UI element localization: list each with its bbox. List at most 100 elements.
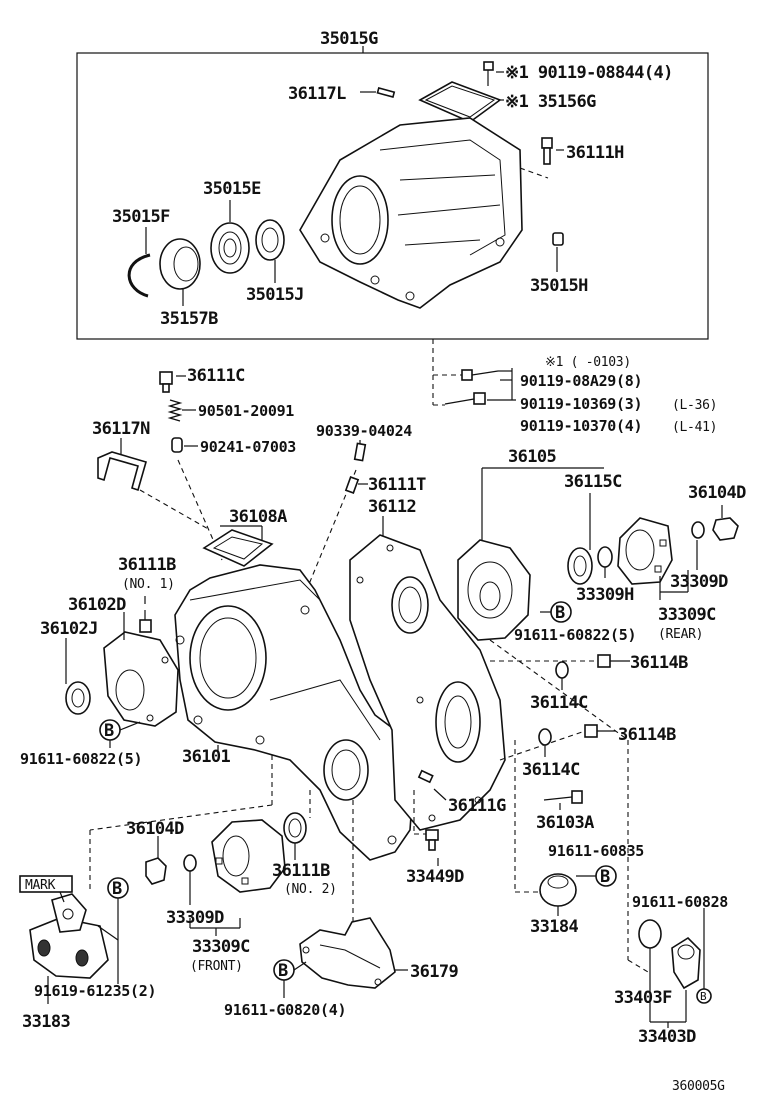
label-90501-20091: 90501-20091 [198,402,294,420]
label-33183: 33183 [22,1012,71,1032]
label-91611-60828: 91611-60828 [632,893,728,911]
extension-housing-icon [299,117,523,309]
label-33309D-top: 33309D [670,572,728,592]
callout-b-label: B [112,879,122,899]
rear-extension-icon [457,539,531,641]
flange-icon [617,517,673,585]
label-note-0103: ※1 ( -0103) [545,355,631,370]
plug-icon [552,232,564,246]
label-36111T: 36111T [368,475,426,495]
label-35015G: 35015G [320,29,378,49]
callout-b-marker: B [595,865,617,887]
label-33403F: 33403F [614,988,672,1008]
label-36111B-no1-note: (NO. 1) [122,577,175,592]
label-90119-10369-note: (L-36) [672,398,717,413]
label-36117L: 36117L [288,84,346,104]
label-35015E: 35015E [203,179,261,199]
plug-icon [597,654,611,668]
label-33309C-rear: 33309C [658,605,716,625]
engine-mount-icon [29,893,109,979]
callout-b-label: B [278,961,288,981]
label-90119-08A29: 90119-08A29(8) [520,372,642,390]
mark-box [19,875,73,893]
callout-b-marker: B [550,601,572,623]
label-36101: 36101 [182,747,231,767]
label-33309D-bottom: 33309D [166,908,224,928]
label-36111H: 36111H [566,143,624,163]
label-91611-60822-left: 91611-60822(5) [20,750,142,768]
label-36114B-bottom: 36114B [618,725,676,745]
label-36114B-top: 36114B [630,653,688,673]
label-33449D: 33449D [406,867,464,887]
sensor-icon [541,137,553,165]
callout-b-marker: B [107,877,129,899]
label-35015F: 35015F [112,207,170,227]
label-91619-61235: 91619-61235(2) [34,982,156,1000]
seal-icon [159,238,201,290]
label-90119-10370-note: (L-41) [672,420,717,435]
label-33309C-rear-note: (REAR) [658,627,703,642]
gasket-icon [202,529,274,567]
callout-b-label: B [600,867,610,887]
plug-icon [584,724,598,738]
oil-seal-icon [283,812,307,844]
oring-icon [638,919,662,949]
gasket-ring-icon [555,661,569,679]
label-36111B-no2-note: (NO. 2) [284,882,337,897]
label-91611-60822-top: 91611-60822(5) [514,626,636,644]
label-36102D: 36102D [68,595,126,615]
front-cover-icon [103,631,179,727]
label-33403D: 33403D [638,1027,696,1047]
label-36102J: 36102J [40,619,98,639]
label-33309H: 33309H [576,585,634,605]
label-36111B-no2: 36111B [272,861,330,881]
label-91611-60835: 91611-60835 [548,842,644,860]
label-36115C: 36115C [564,472,622,492]
label-36103A: 36103A [536,813,594,833]
washer-icon [691,521,705,539]
speedometer-sleeve-icon [671,936,701,990]
plug-icon [417,769,434,784]
snap-ring-icon [127,253,151,298]
plug-icon [344,476,360,494]
label-35157B: 35157B [160,309,218,329]
bolt-icon [444,392,486,405]
rear-case-icon [349,534,506,831]
label-90119-08844: ※1 90119-08844(4) [505,63,673,83]
label-36114C-top: 36114C [530,693,588,713]
label-36111B-no1: 36111B [118,555,176,575]
label-36104D-top: 36104D [688,483,746,503]
label-35015J: 35015J [246,285,304,305]
label-36104D-bottom: 36104D [126,819,184,839]
washer-icon [183,854,197,872]
seal-icon [597,546,613,568]
pin-icon [376,87,396,98]
seal-ring-icon [255,219,285,261]
assembly-box [76,52,709,340]
bracket-icon [299,917,396,989]
nut-icon [712,517,739,541]
flange-icon [211,819,286,893]
bolt-icon [483,61,494,86]
label-36179: 36179 [410,962,459,982]
label-36117N: 36117N [92,419,150,439]
cover-plate-icon [418,81,502,123]
spring-icon [167,399,183,422]
pin-icon [353,442,367,462]
label-33184: 33184 [530,917,579,937]
label-36105: 36105 [508,447,557,467]
label-33309C-front-note: (FRONT) [190,959,243,974]
ball-icon [171,437,183,453]
label-35156G: ※1 35156G [505,92,596,112]
callout-b-label: B [700,990,707,1003]
breather-tube-icon [97,451,147,492]
bearing-icon [567,547,593,585]
nut-icon [145,857,167,885]
bearing-icon [210,222,250,274]
front-case-icon [174,564,416,861]
diagram-code: 360005G [672,1079,725,1094]
bolt-icon [543,790,583,804]
plug-icon [139,619,152,633]
label-36108A: 36108A [229,507,287,527]
